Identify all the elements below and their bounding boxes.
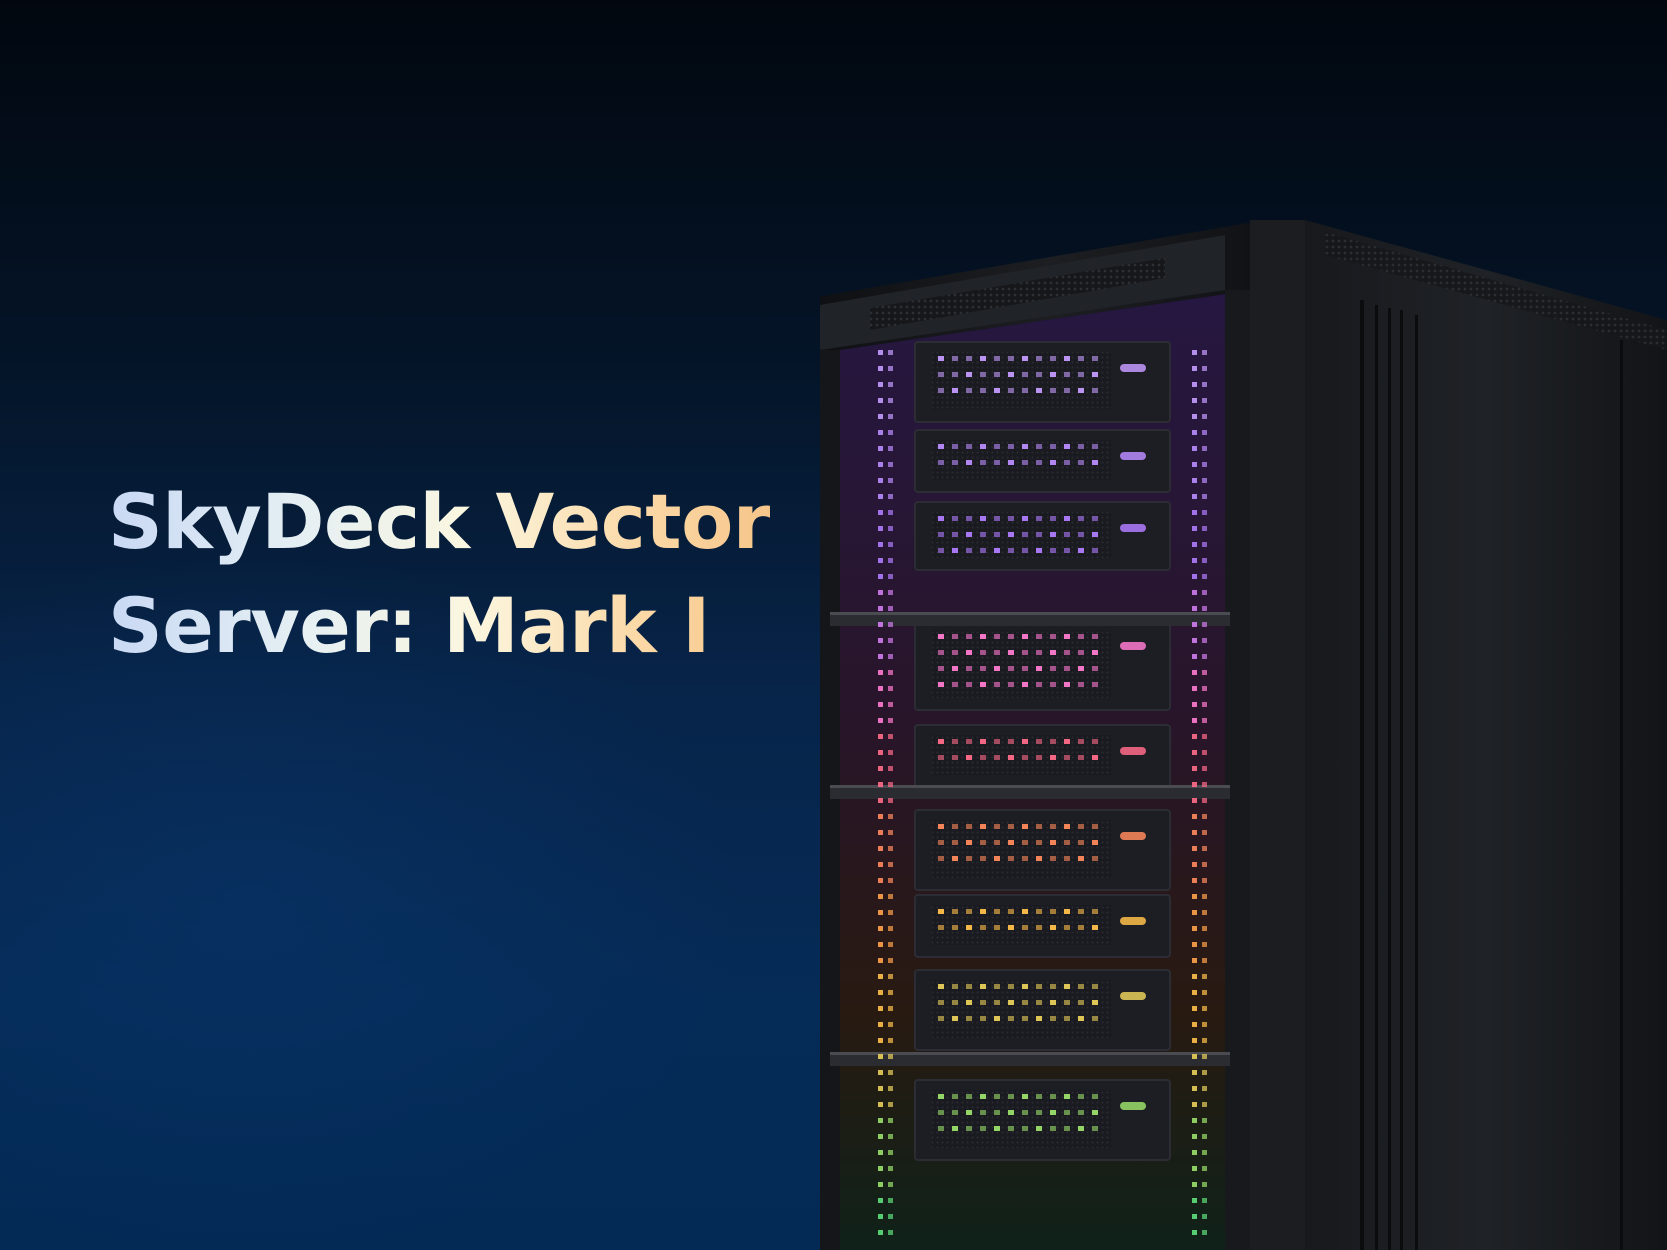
- hero-title-line-2: Server: Mark I: [108, 581, 710, 670]
- hero-title-line-1: SkyDeck Vector: [108, 477, 770, 566]
- hero-title: SkyDeck Vector Server: Mark I: [108, 470, 770, 678]
- server-rack-image: [820, 220, 1667, 1250]
- server-rack-icon: [820, 220, 1667, 1250]
